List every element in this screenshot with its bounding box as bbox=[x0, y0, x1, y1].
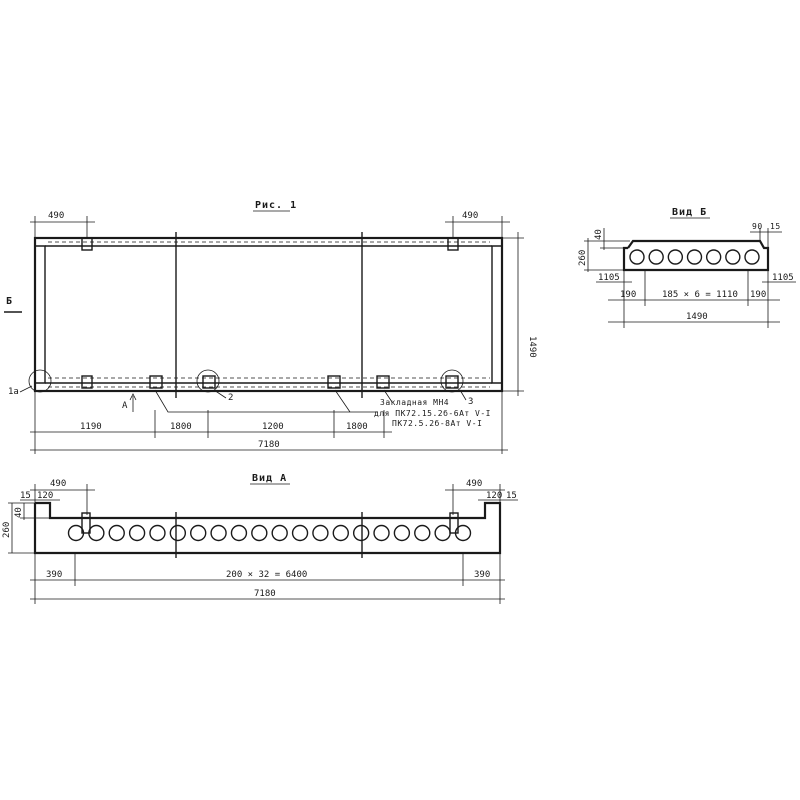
view-a-hole bbox=[352, 524, 370, 542]
view-b-dim-right-small: 1105 bbox=[772, 273, 794, 283]
view-a-profile bbox=[33, 501, 502, 555]
view-b-dim-total: 1490 bbox=[686, 312, 708, 322]
view-a: Вид А 490 490 15 120 120 15 260 bbox=[2, 473, 518, 604]
plan-dim-total: 7180 bbox=[258, 440, 280, 450]
view-a-dim-bottom-1: 390 bbox=[46, 570, 62, 580]
view-b-hole bbox=[744, 249, 760, 265]
view-b-hole bbox=[686, 249, 703, 265]
view-b-hole bbox=[725, 249, 741, 265]
view-a-hole bbox=[332, 524, 349, 542]
view-a-holes bbox=[67, 524, 472, 542]
view-a-hole bbox=[373, 524, 390, 542]
view-a-hole bbox=[149, 524, 166, 542]
plan-title: Рис. 1 bbox=[255, 200, 297, 211]
view-b-dim-bottom-3: 190 bbox=[750, 290, 766, 300]
plan-dim-bottom-2: 1800 bbox=[170, 422, 192, 432]
view-a-hole bbox=[251, 524, 268, 542]
view-b-dim-top-left: 40 bbox=[594, 229, 604, 240]
view-a-dim-small-left-1: 15 bbox=[20, 491, 31, 501]
view-a-dim-bottom-2: 200 × 32 = 6400 bbox=[226, 570, 307, 580]
view-b-hole bbox=[648, 249, 664, 265]
view-a-hole bbox=[271, 524, 288, 542]
plan-dim-top-right: 490 bbox=[462, 211, 478, 221]
view-a-hole bbox=[67, 524, 85, 542]
view-a-hole bbox=[128, 524, 146, 542]
callout-3: 3 bbox=[468, 397, 473, 407]
view-a-dim-top-left: 490 bbox=[50, 479, 66, 489]
view-b-dim-bottom-2: 185 × 6 = 1110 bbox=[662, 290, 738, 300]
plan-dim-side: 1490 bbox=[527, 336, 537, 358]
view-b-dim-top-right-1: 90 bbox=[752, 222, 763, 231]
view-a-hole bbox=[312, 524, 329, 542]
plan-dim-top-left: 490 bbox=[48, 211, 64, 221]
plan-dim-bottom-4: 1800 bbox=[346, 422, 368, 432]
plan-dim-bottom-1: 1190 bbox=[80, 422, 102, 432]
view-a-dim-height-small: 40 bbox=[14, 507, 24, 518]
plan-note-line-1: Закладная МН4 bbox=[380, 398, 449, 407]
view-b-dim-top-right-2: 15 bbox=[770, 222, 781, 231]
view-b-title: Вид Б bbox=[672, 207, 707, 218]
plan-slab-outline bbox=[33, 236, 504, 393]
view-a-hole bbox=[454, 524, 472, 542]
view-a-dim-bottom-3: 390 bbox=[474, 570, 490, 580]
view-a-title: Вид А bbox=[252, 473, 287, 484]
view-b-hole bbox=[629, 249, 645, 265]
view-b-dim-left-small: 1105 bbox=[598, 273, 620, 283]
view-a-hole bbox=[88, 524, 105, 542]
section-mark-b: Б bbox=[6, 296, 13, 307]
view-b-profile bbox=[622, 239, 770, 272]
view-b-dim-bottom-1: 190 bbox=[620, 290, 636, 300]
view-a-dim-small-right-2: 15 bbox=[506, 491, 517, 501]
view-b-hole bbox=[667, 249, 684, 265]
view-a-dim-top-right: 490 bbox=[466, 479, 482, 489]
view-a-dim-small-left-2: 120 bbox=[37, 491, 53, 501]
view-a-hole bbox=[169, 524, 187, 542]
plan-dim-bottom-3: 1200 bbox=[262, 422, 284, 432]
view-a-hole bbox=[190, 524, 207, 542]
callout-2: 2 bbox=[228, 393, 233, 403]
view-a-hole bbox=[434, 524, 451, 542]
view-a-dim-small-right-1: 120 bbox=[486, 491, 502, 501]
view-a-hole bbox=[291, 524, 309, 542]
view-b-hole bbox=[705, 249, 722, 265]
view-arrow-a: А bbox=[122, 401, 128, 411]
view-a-hole bbox=[108, 524, 125, 542]
plan-view: Рис. 1 1а 2 3 bbox=[4, 200, 537, 454]
view-a-hole bbox=[230, 524, 248, 542]
view-b: Вид Б 260 40 90 15 1105 1105 190 185 × 6… bbox=[578, 207, 796, 328]
view-a-hole bbox=[210, 524, 227, 542]
plan-note-line-3: ПК72.5.2б-8Ат V-I bbox=[392, 418, 482, 428]
view-a-dim-total: 7180 bbox=[254, 589, 276, 599]
view-a-hole bbox=[393, 524, 411, 542]
plan-note-line-2: для ПК72.15.2б-6Ат V-I bbox=[374, 408, 491, 418]
view-a-hole bbox=[414, 524, 431, 542]
view-b-holes bbox=[629, 249, 760, 265]
view-a-dim-height: 260 bbox=[2, 522, 12, 538]
view-b-dim-height: 260 bbox=[578, 250, 588, 266]
callout-1a: 1а bbox=[8, 387, 19, 397]
